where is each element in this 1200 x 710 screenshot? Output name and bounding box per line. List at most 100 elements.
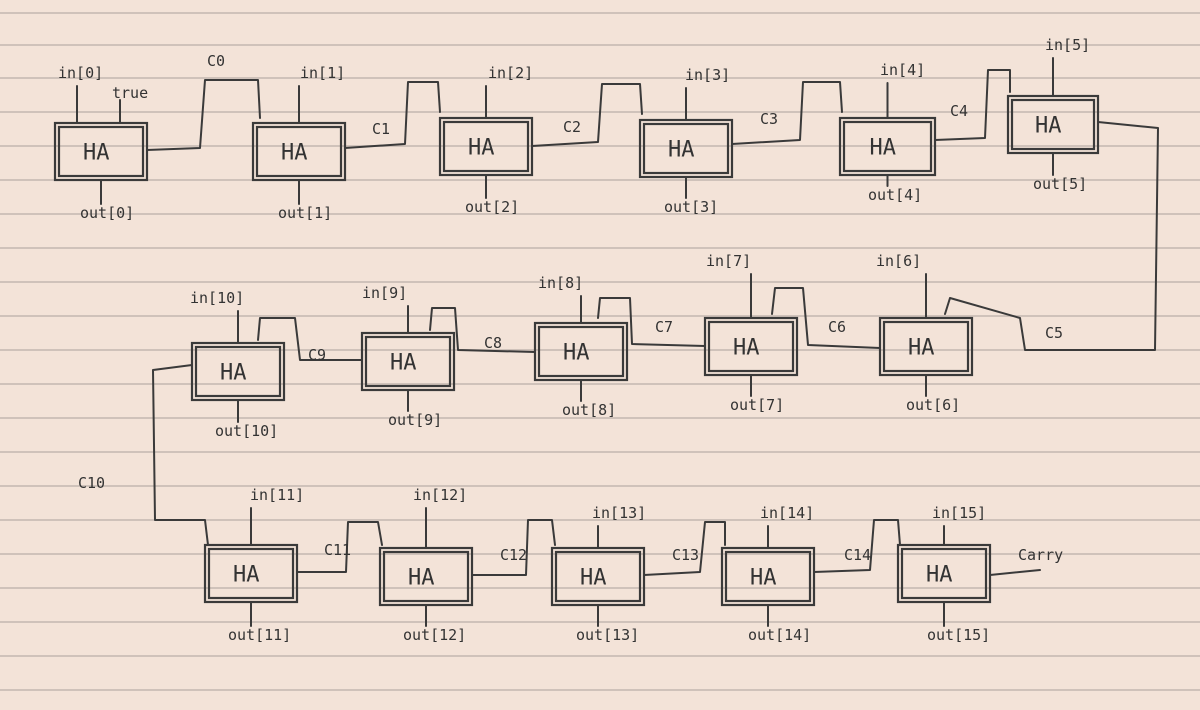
input-label: in[9] xyxy=(362,284,407,302)
output-label: out[3] xyxy=(664,198,718,216)
half-adder-label: HA xyxy=(83,141,110,166)
carry-label: C3 xyxy=(760,110,778,128)
half-adder-box-inner xyxy=(707,320,795,373)
input-label: in[13] xyxy=(592,504,646,522)
carry-wire-1 xyxy=(344,81,441,149)
input-label: in[3] xyxy=(685,66,730,84)
carry-wire-12 xyxy=(471,519,556,576)
notebook-rules xyxy=(0,12,1200,691)
output-label: out[2] xyxy=(465,198,519,216)
output-label: out[0] xyxy=(80,204,134,222)
output-label: out[9] xyxy=(388,411,442,429)
half-adder-label: HA xyxy=(926,563,953,588)
input-label: in[7] xyxy=(706,252,751,270)
half-adder-stage-3: HA in[3] out[3] C3 xyxy=(638,66,843,216)
carry-wire-9 xyxy=(257,317,363,361)
carry-label: Carry xyxy=(1018,546,1063,564)
input-label: in[2] xyxy=(488,64,533,82)
half-adder-stage-9: HA in[9] out[9] C9 xyxy=(257,284,456,429)
half-adder-box-inner xyxy=(842,120,933,173)
half-adder-box-inner xyxy=(57,125,145,178)
half-adder-box-inner xyxy=(882,320,970,373)
carry-wire-8 xyxy=(429,307,536,353)
carry-wire-14 xyxy=(813,519,901,573)
carry-wire-15 xyxy=(989,569,1041,576)
half-adder-stage-4: HA in[4] out[4] C4 xyxy=(838,61,1011,204)
half-adder-box-inner xyxy=(255,125,343,178)
output-label: out[1] xyxy=(278,204,332,222)
half-adder-label: HA xyxy=(563,341,590,366)
carry-label: C0 xyxy=(207,52,225,70)
half-adder-stage-11: HA in[11] out[11] C11 xyxy=(203,486,383,644)
carry-label: C12 xyxy=(500,546,527,564)
input-label: in[4] xyxy=(880,61,925,79)
carry-label: C5 xyxy=(1045,324,1063,342)
half-adder-label: HA xyxy=(1035,114,1062,139)
input-label: in[1] xyxy=(300,64,345,82)
output-label: out[11] xyxy=(228,626,291,644)
carry-label: C8 xyxy=(484,334,502,352)
input-label: in[11] xyxy=(250,486,304,504)
half-adder-label: HA xyxy=(281,141,308,166)
half-adder-box-inner xyxy=(207,547,295,600)
half-adder-label: HA xyxy=(468,136,495,161)
half-adder-stage-5: HA in[5] out[5] C5 xyxy=(944,36,1159,351)
output-label: out[4] xyxy=(868,186,922,204)
half-adder-box-inner xyxy=(642,122,730,175)
carry-wire-13 xyxy=(643,521,726,576)
output-label: out[5] xyxy=(1033,175,1087,193)
half-adder-label: HA xyxy=(908,336,935,361)
output-label: out[10] xyxy=(215,422,278,440)
carry-label: C1 xyxy=(372,120,390,138)
half-adder-label: HA xyxy=(233,563,260,588)
output-label: out[12] xyxy=(403,626,466,644)
input-label: in[10] xyxy=(190,289,244,307)
half-adder-label: HA xyxy=(390,351,417,376)
carry-wire-6 xyxy=(771,287,881,349)
carry-label: C10 xyxy=(78,474,105,492)
half-adder-stage-2: HA in[2] out[2] C2 xyxy=(438,64,643,216)
carry-wire-3 xyxy=(731,81,843,145)
half-adder-label: HA xyxy=(668,138,695,163)
half-adder-box-inner xyxy=(554,550,642,603)
input-label: in[6] xyxy=(876,252,921,270)
half-adder-label: HA xyxy=(870,136,897,161)
carry-wire-0 xyxy=(146,79,261,151)
carry-label: C9 xyxy=(308,346,326,364)
output-label: out[6] xyxy=(906,396,960,414)
carry-wire-10 xyxy=(152,364,209,546)
carry-label: C6 xyxy=(828,318,846,336)
half-adder-label: HA xyxy=(733,336,760,361)
half-adder-box-inner xyxy=(724,550,812,603)
half-adder-box-inner xyxy=(442,120,530,173)
carry-label: C14 xyxy=(844,546,871,564)
input-label: in[5] xyxy=(1045,36,1090,54)
output-label: out[13] xyxy=(576,626,639,644)
carry-label: C2 xyxy=(563,118,581,136)
half-adder-label: HA xyxy=(750,566,777,591)
carry-wire-4 xyxy=(934,69,1011,141)
carry-label: C11 xyxy=(324,541,351,559)
half-adder-label: HA xyxy=(580,566,607,591)
carry-label: C13 xyxy=(672,546,699,564)
carry-label: C7 xyxy=(655,318,673,336)
input-label: in[14] xyxy=(760,504,814,522)
carry-in-label: true xyxy=(112,84,148,102)
output-label: out[15] xyxy=(927,626,990,644)
carry-wire-2 xyxy=(531,83,643,147)
half-adder-stage-13: HA in[13] out[13] C13 xyxy=(550,504,726,644)
input-label: in[0] xyxy=(58,64,103,82)
input-label: in[8] xyxy=(538,274,583,292)
half-adder-box-inner xyxy=(194,345,282,398)
carry-wire-7 xyxy=(597,297,706,347)
carry-label: C4 xyxy=(950,102,968,120)
half-adder-stage-6: HA in[6] out[6] C6 xyxy=(771,252,974,414)
